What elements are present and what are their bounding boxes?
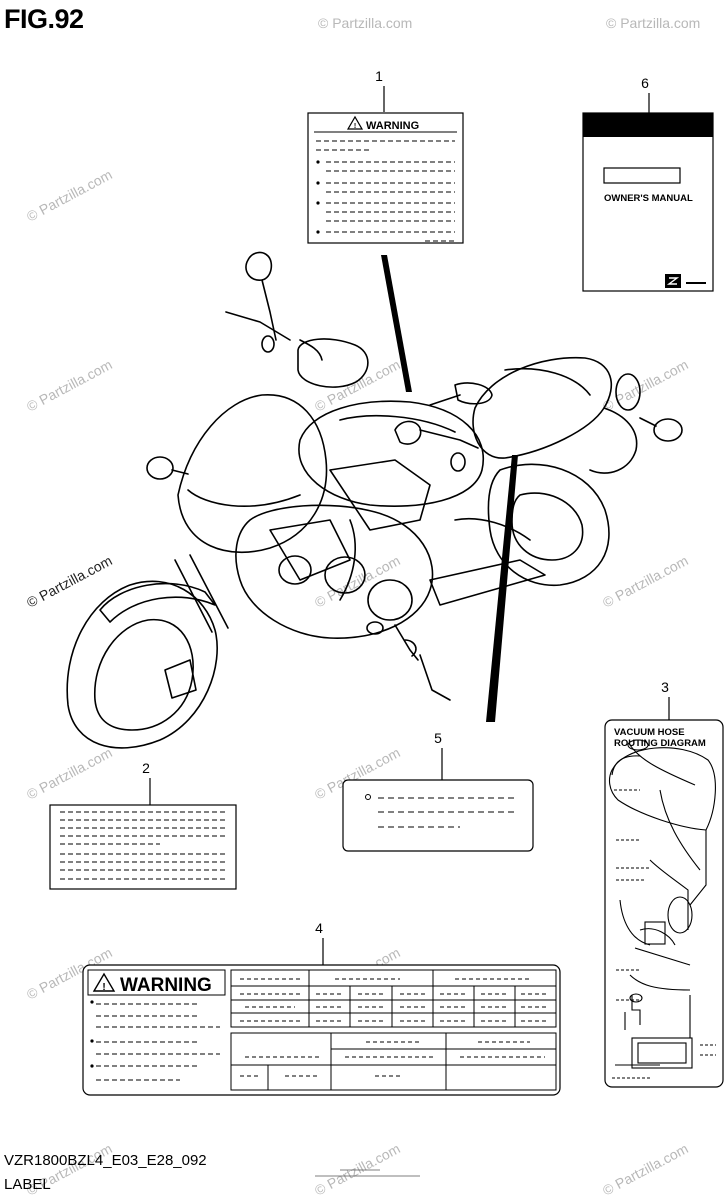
callout-number-1: 1 [375,68,383,84]
callout-number-5: 5 [434,730,442,746]
watermark: © Partzilla.com [318,15,412,31]
callout-number-2: 2 [142,760,150,776]
leader-line-1 [381,255,412,392]
motorcycle-illustration [66,251,683,749]
part-1-warning-label[interactable]: 1 ! WARNING [307,68,464,244]
watermark: © Partzilla.com [24,552,115,610]
warning-heading: WARNING [120,975,212,996]
part-2-info-label[interactable]: 2 [49,760,237,890]
fine-print [315,1169,420,1177]
part-5-small-label[interactable]: 5 [342,730,534,852]
watermark: © Partzilla.com [312,1140,403,1198]
figure-code: VZR1800BZL4_E03_E28_092 [4,1152,207,1169]
watermark: © Partzilla.com [606,15,700,31]
part-6-owners-manual[interactable]: 6 OWNER'S MANUAL [582,75,714,292]
watermark: © Partzilla.com [600,1140,691,1198]
watermark: © Partzilla.com [24,166,115,224]
svg-text:!: ! [102,982,105,993]
part-3-vacuum-hose-diagram[interactable]: 3 VACUUM HOSE ROUTING DIAGRAM [604,679,724,1088]
part-4-warning-table-label[interactable]: 4 ! WARNING [82,920,561,1096]
callout-number-4: 4 [315,920,323,936]
section-label: LABEL [4,1176,51,1193]
leader-line-2 [486,455,518,722]
vacuum-diagram-title-line1: VACUUM HOSE [614,727,685,738]
leader-lines [381,255,518,722]
warning-triangle-icon [92,972,116,992]
watermark: © Partzilla.com [600,552,691,610]
watermark: © Partzilla.com [24,356,115,414]
vacuum-diagram-title-line2: ROUTING DIAGRAM [614,738,706,749]
callout-number-3: 3 [661,679,669,695]
suzuki-logo-icon [666,277,680,285]
figure-title: FIG.92 [4,4,84,34]
warning-label-text: WARNING [366,120,419,132]
callout-number-6: 6 [641,75,649,91]
watermark: © Partzilla.com [312,356,403,414]
owners-manual-title: OWNER'S MANUAL [604,193,693,204]
warning-triangle-icon [346,115,364,130]
svg-text:!: ! [354,123,356,130]
watermark: © Partzilla.com [24,744,115,802]
watermark: © Partzilla.com [600,356,691,414]
